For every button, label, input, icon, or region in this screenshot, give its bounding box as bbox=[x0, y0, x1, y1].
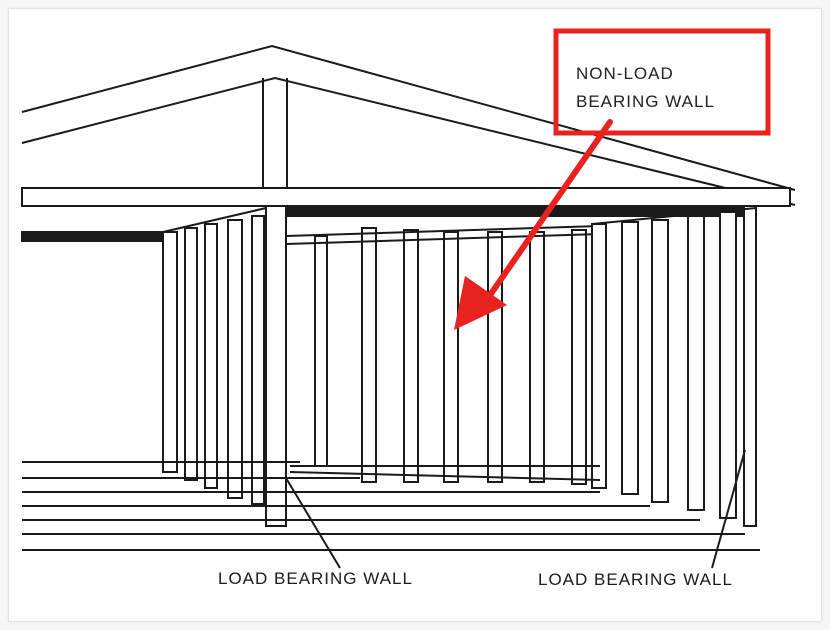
callout-box bbox=[553, 28, 771, 136]
roof-gable bbox=[21, 44, 796, 206]
callout-text-line1: NON-LOAD bbox=[576, 64, 674, 83]
right-load-bearing-wall bbox=[591, 205, 757, 527]
load-bearing-wall-label-right: LOAD BEARING WALL bbox=[538, 570, 733, 589]
callout-arrow-icon bbox=[454, 119, 613, 330]
load-bearing-wall-label-left: LOAD BEARING WALL bbox=[218, 569, 413, 588]
back-non-load-bearing-wall bbox=[285, 225, 601, 485]
floor-joists bbox=[22, 461, 760, 551]
label-leaders bbox=[285, 449, 746, 569]
left-load-bearing-wall bbox=[162, 205, 287, 527]
callout-text-line2: BEARING WALL bbox=[576, 92, 715, 111]
